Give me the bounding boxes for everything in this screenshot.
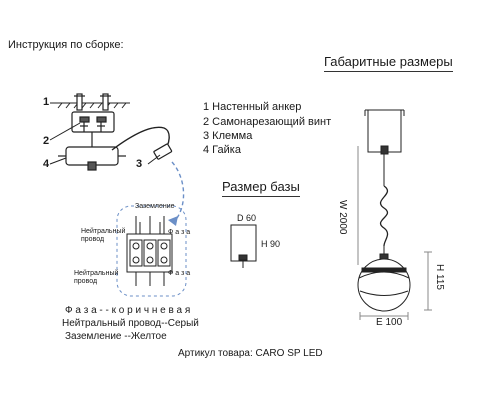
- lamp-width-label: W 2000: [337, 200, 348, 235]
- callout-4: 4: [43, 158, 50, 170]
- base-drawing: [230, 224, 257, 268]
- callout-2: 2: [43, 135, 50, 147]
- terminal-phase-bottom-label: Ф а з а: [168, 270, 191, 277]
- wiring-phase-color: Ф а з а - - к о р и ч н е в а я: [65, 305, 191, 316]
- wiring-ground-color: Заземление --Желтое: [65, 331, 167, 342]
- legend-item-anchor: 1 Настенный анкер: [203, 101, 302, 113]
- wall-anchor-drawing: [74, 93, 111, 111]
- legend-item-screw: 2 Самонарезающий винт: [203, 116, 332, 128]
- lamp-diameter-label: E 100: [376, 317, 403, 328]
- canopy-plate-drawing: [58, 132, 126, 171]
- terminal-phase-top-label: Ф а з а: [168, 229, 191, 236]
- callout-1: 1: [43, 96, 50, 108]
- callout-3: 3: [136, 158, 143, 170]
- instruction-title: Инструкция по сборке:: [8, 39, 124, 51]
- legend-item-nut: 4 Гайка: [203, 144, 241, 156]
- terminal-neutral-bottom-label: Нейтральный провод: [74, 270, 119, 286]
- base-diameter-label: D 60: [237, 213, 257, 223]
- lamp-height-label: H 115: [434, 264, 445, 290]
- terminal-neutral-top-label: Нейтральный провод: [81, 228, 126, 244]
- pendant-lamp-drawing: [357, 109, 432, 320]
- article-number: Артикул товара: CARO SP LED: [178, 348, 323, 359]
- terminal-clamp-drawing: [153, 143, 173, 160]
- dimensions-title: Габаритные размеры: [324, 55, 453, 72]
- base-size-title: Размер базы: [222, 180, 300, 197]
- terminal-block-drawing: [126, 216, 173, 286]
- mounting-bracket-drawing: [71, 111, 115, 133]
- base-height-label: H 90: [261, 239, 281, 249]
- terminal-block-frame: [116, 205, 187, 297]
- wiring-neutral-color: Нейтральный провод--Серый: [62, 318, 199, 329]
- dashed-arrow: [171, 161, 185, 223]
- legend-item-clamp: 3 Клемма: [203, 130, 253, 142]
- ceiling-hatch: [57, 102, 130, 109]
- terminal-ground-label: Заземление: [135, 203, 175, 210]
